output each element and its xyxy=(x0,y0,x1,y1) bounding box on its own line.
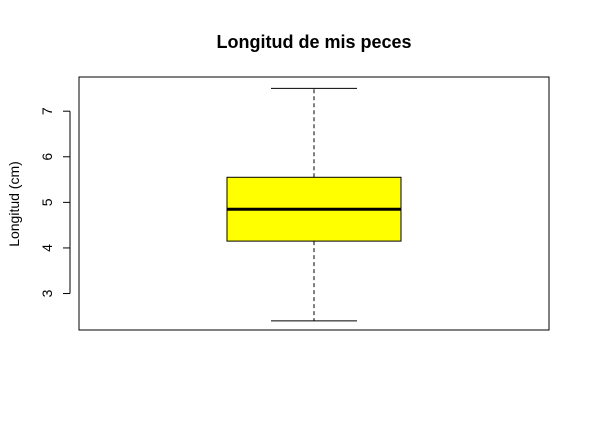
y-tick-label: 7 xyxy=(39,107,55,115)
y-tick-label: 4 xyxy=(39,244,55,252)
chart-title: Longitud de mis peces xyxy=(216,32,411,52)
y-tick-label: 6 xyxy=(39,153,55,161)
plot-frame xyxy=(78,76,550,331)
y-axis: 3 4 5 6 7 xyxy=(39,107,71,297)
y-tick-label: 3 xyxy=(39,289,55,297)
y-axis-label: Longitud (cm) xyxy=(6,161,22,247)
y-tick-label: 5 xyxy=(39,198,55,206)
box-group xyxy=(226,87,402,322)
